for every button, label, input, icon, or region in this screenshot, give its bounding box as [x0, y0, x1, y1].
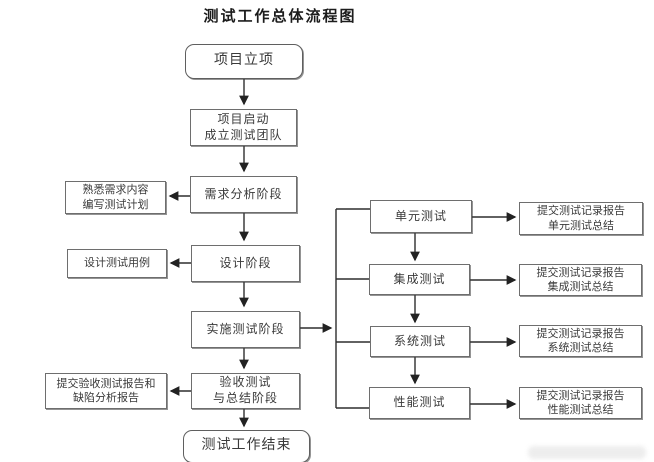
- flow-node-test-plan: 熟悉需求内容 编写测试计划: [65, 181, 166, 214]
- flow-node-implement-phase: 实施测试阶段: [191, 311, 300, 348]
- flow-node-system-report: 提交测试记录报告 系统测试总结: [519, 325, 642, 357]
- flow-node-test-cases: 设计测试用例: [67, 249, 167, 278]
- flow-node-performance-report: 提交测试记录报告 性能测试总结: [519, 387, 642, 419]
- flow-node-project-start: 项目立项: [185, 44, 303, 79]
- watermark-smudge: [528, 446, 646, 459]
- flow-node-unit-report: 提交测试记录报告 单元测试总结: [519, 202, 643, 235]
- flow-node-acceptance-phase: 验收测试 与总结阶段: [191, 373, 300, 409]
- flow-node-requirement-phase: 需求分析阶段: [190, 176, 297, 213]
- flow-node-unit-test: 单元测试: [370, 200, 472, 233]
- flow-node-test-end: 测试工作结束: [183, 430, 310, 462]
- diagram-title: 测试工作总体流程图: [203, 8, 357, 25]
- flow-node-integration-report: 提交测试记录报告 集成测试总结: [519, 264, 642, 296]
- flow-node-kickoff: 项目启动 成立测试团队: [190, 109, 297, 146]
- flow-node-performance-test: 性能测试: [369, 387, 470, 419]
- flow-node-design-phase: 设计阶段: [191, 245, 300, 282]
- flow-node-integration-test: 集成测试: [369, 264, 470, 295]
- flow-node-acceptance-report: 提交验收测试报告和 缺陷分析报告: [45, 373, 167, 409]
- flow-node-system-test: 系统测试: [370, 326, 470, 357]
